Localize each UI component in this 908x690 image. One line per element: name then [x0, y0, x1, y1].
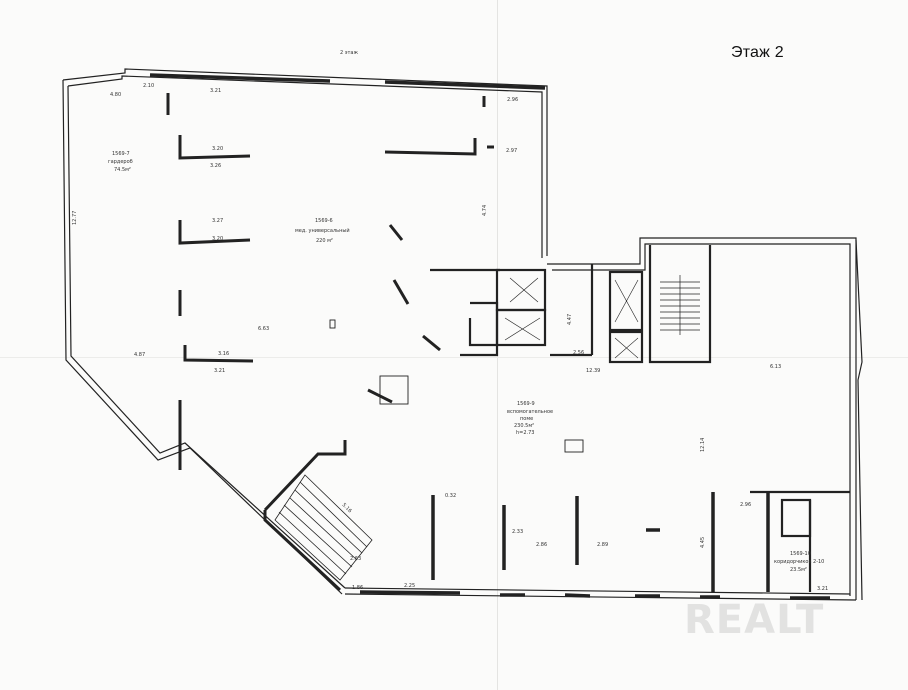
- dimension-label: 4.87: [134, 352, 145, 358]
- watermark-logo: REALT: [684, 597, 825, 643]
- dimension-label: 2.89: [597, 542, 608, 548]
- room-label-4b: коридорчиков 2-10: [774, 559, 824, 565]
- dimension-label: 2.96: [740, 502, 751, 508]
- room-label-1b: гардероб: [108, 159, 133, 165]
- dimension-label: 6.63: [258, 326, 269, 332]
- outer-wall-south: [344, 587, 857, 601]
- dimension-label: 12.14: [700, 438, 706, 452]
- dimension-label: 3.21: [214, 368, 225, 374]
- outer-wall-top-bold: [149, 73, 546, 90]
- dimension-label: 2.97: [506, 148, 517, 154]
- stair-southwest: [274, 474, 373, 581]
- dimension-label: 1.86: [352, 585, 363, 591]
- partition-walls: [166, 93, 494, 592]
- small-features: [329, 319, 584, 453]
- dimension-label: 3.16: [218, 351, 229, 357]
- dimension-label: 4.74: [482, 205, 488, 216]
- room-labels: 1569-7 гардероб 74.5м² 1569-6 мед. униве…: [108, 151, 824, 573]
- room-label-3c: поме: [520, 416, 533, 422]
- room-label-2: 1569-6: [315, 218, 333, 224]
- dimension-label: 6.13: [770, 364, 781, 370]
- dimension-label: 2.56: [573, 350, 584, 356]
- room-label-3: 1569-9: [517, 401, 535, 407]
- paper-fold-horizontal: [0, 357, 908, 358]
- room-label-2c: 220 м²: [316, 238, 333, 244]
- room-label-3b: вспомогательное: [507, 409, 553, 415]
- dimension-label: 5.16: [341, 502, 353, 514]
- dimension-label: 4.80: [110, 92, 121, 98]
- dimension-label: 12.77: [72, 211, 78, 225]
- dimension-label: 2.10: [143, 83, 154, 89]
- dimension-label: 2.33: [512, 529, 523, 535]
- room-label-4c: 23.5м²: [790, 567, 807, 573]
- dimension-label: 12.39: [586, 368, 600, 374]
- dimension-label: 4.47: [567, 314, 573, 325]
- outer-wall-south-bold: [359, 590, 830, 600]
- outer-wall-west: [62, 68, 548, 595]
- service-core: [430, 264, 644, 364]
- plan-header: 2 этаж: [340, 50, 358, 56]
- room-southeast-walls: [750, 490, 850, 592]
- stair-northeast-steps: [660, 275, 700, 335]
- dimension-label: 3.27: [212, 218, 223, 224]
- dimension-label: 2.25: [404, 583, 415, 589]
- room-label-2b: мед. универсальный: [295, 227, 350, 234]
- dimension-label: 2.96: [507, 97, 518, 103]
- dimension-label: 3.20: [212, 146, 223, 152]
- room-label-1c: 74.5м²: [114, 167, 131, 173]
- dimension-label: 3.20: [212, 236, 223, 242]
- room-label-3d: 230.5м²: [514, 423, 534, 429]
- dimension-label: 3.21: [210, 88, 221, 94]
- dimension-label: 3.21: [817, 586, 828, 592]
- dimension-label: 0.32: [445, 493, 456, 499]
- room-label-4: 1569-10: [790, 551, 811, 557]
- dimension-label: 4.45: [700, 537, 706, 548]
- outer-wall-east: [547, 237, 863, 601]
- elevator-crosses: [504, 277, 639, 359]
- floor-title: Этаж 2: [731, 44, 784, 61]
- room-label-3e: h=2.73: [516, 430, 535, 436]
- dimension-label: 3.26: [210, 163, 221, 169]
- room-label-1: 1569-7: [112, 151, 130, 157]
- dimension-label: 2.63: [350, 556, 361, 562]
- dimension-label: 2.86: [536, 542, 547, 548]
- stair-northeast: [648, 245, 712, 364]
- dimension-labels: 4.80 2.10 3.21 2.96 12.77 4.87 3.20 3.26…: [72, 83, 828, 592]
- columns: [431, 492, 770, 592]
